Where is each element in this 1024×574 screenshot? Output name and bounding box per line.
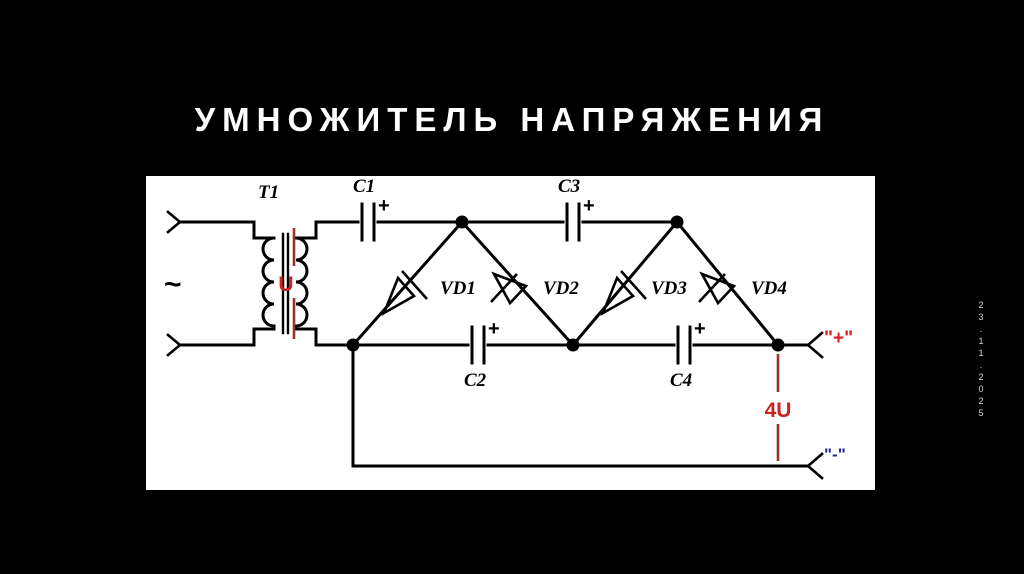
wire-diag-vd3: [570, 219, 680, 348]
diode-vd3-symbol: [600, 270, 647, 316]
label-capacitor-c1: C1: [353, 176, 375, 197]
output-terminal-positive-fork: [806, 331, 824, 359]
transformer-primary-lead-top: [252, 220, 276, 240]
polarity-plus-c4: +: [694, 318, 706, 340]
junction-node-output-e: [771, 338, 785, 352]
capacitor-c1: [360, 202, 376, 242]
label-capacitor-c3: C3: [558, 176, 580, 197]
label-capacitor-c2: C2: [464, 370, 487, 391]
polarity-plus-c1: +: [378, 195, 390, 217]
circuit-schematic: T1 C1 C3 C2 C4 VD1 VD2 VD3 VD4 + + + + ~…: [164, 176, 853, 480]
capacitor-c2: [470, 325, 486, 365]
output-terminal-negative-fork: [806, 452, 824, 480]
ac-source-symbol: ~: [164, 268, 182, 301]
label-transformer-t1: T1: [258, 182, 279, 203]
transformer-primary-lead-bottom: [252, 327, 276, 347]
wire-diag-vd1: [350, 219, 465, 348]
transformer-secondary-lead-top: [294, 220, 318, 240]
label-diode-vd3: VD3: [651, 278, 687, 299]
transformer-secondary-coil: [294, 236, 309, 328]
diode-vd2-symbol: [490, 271, 529, 306]
junction-node-bottom-c: [346, 338, 360, 352]
label-capacitor-c4: C4: [670, 370, 692, 391]
label-terminal-negative: "-": [824, 445, 846, 464]
polarity-plus-c3: +: [583, 195, 595, 217]
date-stamp: 23.11.2025: [976, 300, 986, 420]
capacitor-c3: [565, 202, 581, 242]
junction-node-top-b: [670, 215, 684, 229]
label-output-voltage: 4U: [765, 399, 792, 422]
label-terminal-positive: "+": [824, 328, 853, 349]
label-diode-vd2: VD2: [543, 278, 579, 299]
diode-vd4-symbol: [698, 271, 737, 306]
transformer-primary-coil: [261, 236, 276, 328]
wire-negative-return: [351, 343, 810, 468]
label-input-voltage: U: [278, 273, 293, 296]
circuit-diagram-panel: T1 C1 C3 C2 C4 VD1 VD2 VD3 VD4 + + + + ~…: [146, 176, 875, 490]
page-title: УМНОЖИТЕЛЬ НАПРЯЖЕНИЯ: [194, 101, 830, 138]
label-diode-vd4: VD4: [751, 278, 787, 299]
capacitor-c4: [676, 325, 692, 365]
label-diode-vd1: VD1: [440, 278, 476, 299]
diode-vd1-symbol: [381, 270, 428, 316]
polarity-plus-c2: +: [488, 318, 500, 340]
transformer-secondary-lead-bottom: [294, 327, 318, 347]
junction-node-top-a: [455, 215, 469, 229]
junction-node-bottom-d: [566, 338, 580, 352]
